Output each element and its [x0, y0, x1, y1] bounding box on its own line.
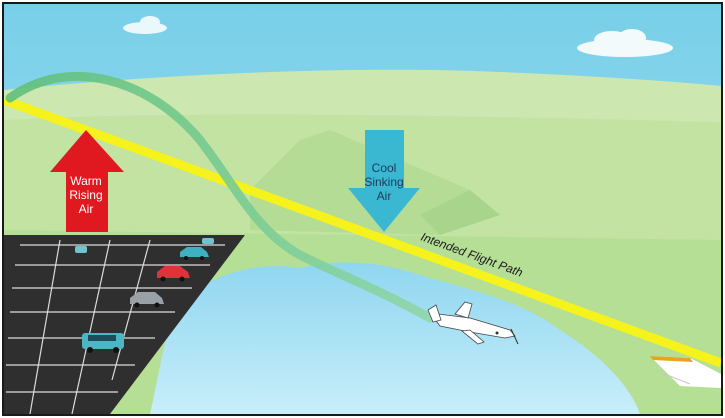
cool-sinking-air-arrow: Cool Sinking Air	[348, 130, 420, 232]
cloud-right	[577, 29, 673, 57]
cool-air-label-line1: Cool	[372, 161, 397, 175]
car-small-2	[202, 238, 214, 244]
lake	[150, 262, 640, 414]
warm-rising-air-arrow: Warm Rising Air	[50, 130, 124, 232]
cool-air-label-line3: Air	[377, 189, 392, 203]
cool-air-label-line2: Sinking	[364, 175, 403, 189]
intended-flight-path	[2, 95, 723, 368]
actual-flight-path	[5, 72, 435, 323]
airplane	[427, 301, 519, 345]
warm-air-label-line1: Warm	[70, 174, 102, 188]
car-red	[157, 266, 190, 282]
warm-air-label-line2: Rising	[69, 188, 102, 202]
cloud-left	[123, 16, 167, 34]
parking-lines	[6, 239, 225, 415]
mesa-shadow	[420, 190, 500, 235]
car-teal	[180, 247, 209, 260]
runway	[650, 356, 721, 388]
warm-air-label-line3: Air	[79, 202, 94, 216]
car-small	[75, 246, 87, 253]
car-gray	[130, 292, 164, 308]
parking-lot	[4, 235, 245, 414]
car-suv	[82, 333, 124, 353]
